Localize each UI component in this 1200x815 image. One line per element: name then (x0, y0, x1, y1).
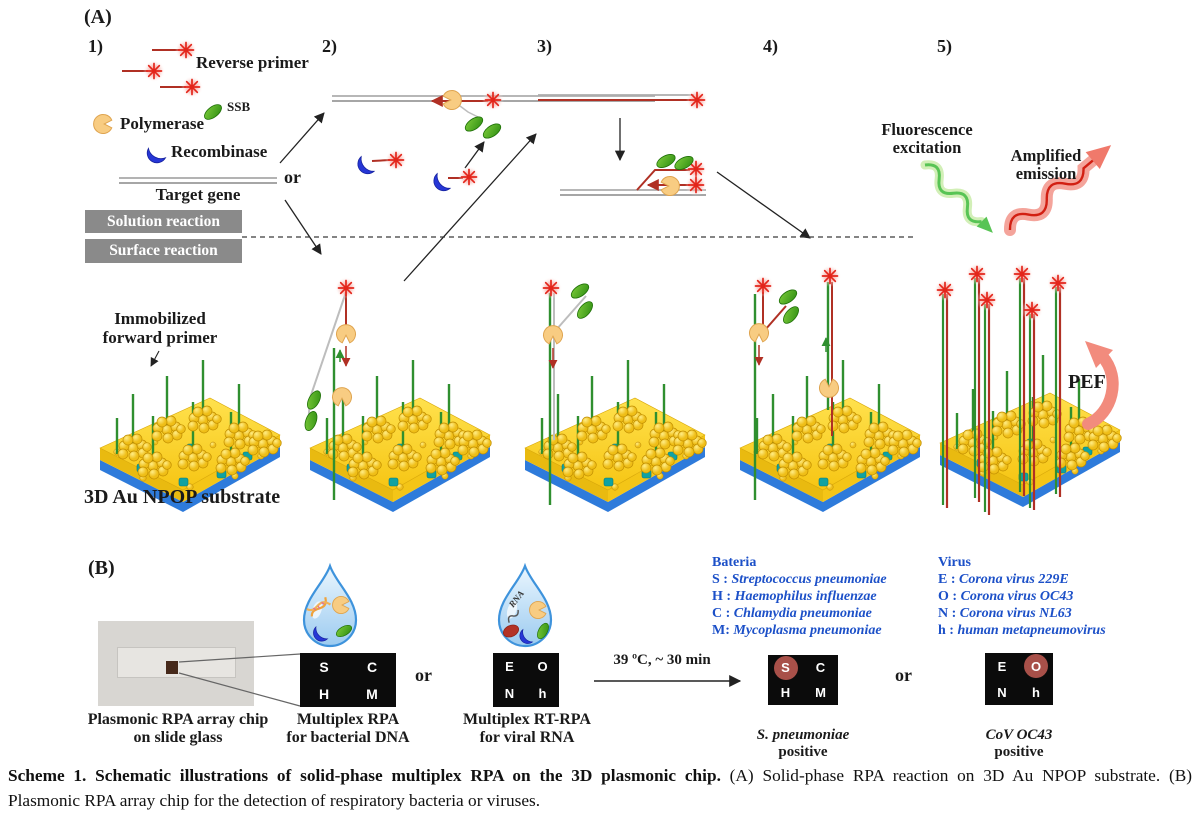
panel-b-label: (B) (88, 557, 115, 579)
list-item: C : Chlamydia pneumoniae (712, 606, 872, 621)
spot-letter: S (319, 658, 329, 675)
target-gene-label: Target gene (155, 185, 241, 204)
step-1-label: 1) (88, 36, 103, 56)
reverse-primer-label: Reverse primer (196, 53, 309, 72)
virus-title: Virus (938, 555, 971, 570)
result-box-bacteria: S C H M (768, 655, 838, 705)
step-5-label: 5) (937, 36, 952, 56)
or-label-b2: or (895, 665, 912, 685)
plasmonic-chip (166, 661, 178, 674)
spot-letter: N (997, 684, 1007, 700)
pef-arrow-icon (1082, 341, 1119, 430)
panel-a-label: (A) (84, 6, 112, 28)
surface-reaction-box: Surface reaction (85, 239, 242, 263)
fluorescence-excitation-label: Fluorescence excitation (881, 120, 973, 158)
spot-letter: h (538, 686, 547, 701)
figure-caption: Scheme 1. Schematic illustrations of sol… (8, 763, 1192, 813)
immobilized-primer-label: Immobilized forward primer (102, 309, 218, 348)
surface-complex-5 (933, 262, 1070, 515)
spot-letter: C (366, 658, 378, 675)
dna-icon (306, 596, 332, 617)
spot-letter: N (504, 686, 515, 701)
polymerase-icon (93, 114, 113, 134)
figure-graphics: RNA (93, 38, 1200, 707)
spot-letter: M (366, 685, 378, 702)
condition-label: 39 ºC, ~ 30 min (613, 652, 711, 668)
surface-complex-3 (539, 276, 596, 505)
caption-line1: Scheme 1. Schematic illustrations of sol… (8, 766, 1192, 785)
amplified-emission-label: Amplified emission (1010, 146, 1082, 184)
bacteria-list: Bateria S : Streptococcus pneumoniae H :… (712, 554, 887, 639)
step-4-label: 4) (763, 36, 778, 56)
list-item: h : human metapneumovirus (938, 623, 1106, 638)
solution-reaction-box: Solution reaction (85, 210, 242, 233)
rpa-droplet-icon (302, 564, 358, 648)
rpa-caption: Multiplex RPA for bacterial DNA (286, 711, 410, 746)
spot-letter: M (815, 685, 826, 700)
surface-complex-4 (749, 264, 842, 500)
list-item: S : Streptococcus pneumoniae (712, 572, 887, 587)
recombinase-label: Recombinase (171, 142, 268, 161)
spot-letter: H (780, 685, 791, 700)
chip-caption: Plasmonic RPA array chip on slide glass (87, 711, 269, 746)
spot-letter: E (505, 659, 514, 674)
spot-letter: h (1032, 684, 1040, 700)
flow-arrows (150, 112, 811, 687)
spot-letter: H (318, 685, 330, 702)
rtrpa-droplet-icon: RNA (497, 564, 553, 648)
highlighted-spot: S (773, 655, 798, 680)
virus-list: Virus E : Corona virus 229E O : Corona v… (938, 554, 1106, 639)
pef-label: PEF (1068, 371, 1106, 393)
highlighted-spot: O (1024, 654, 1048, 678)
or-label-solution: or (284, 167, 301, 187)
list-item: H : Haemophilus influenzae (712, 589, 877, 604)
spot-letter: C (815, 660, 826, 675)
emission-arrow-icon (1004, 145, 1112, 236)
rna-strand-icon (507, 609, 519, 623)
rpa-spot-box: S C H M (300, 653, 396, 707)
rtrpa-spot-box: E O N h (493, 653, 559, 707)
substrate-label: 3D Au NPOP substrate (84, 486, 281, 508)
target-gene-icon (119, 177, 277, 184)
step3-solution (538, 88, 709, 197)
au-npop-substrate-3 (525, 360, 706, 512)
bacteria-title: Bateria (712, 555, 757, 570)
excitation-arrow-icon (920, 160, 993, 233)
chip-callout-lines (178, 653, 301, 707)
list-item: M: Mycoplasma pneumoniae (712, 623, 882, 638)
result-box-virus: E O N h (985, 653, 1053, 705)
ssb-label: SSB (227, 99, 251, 114)
rt-enzyme-icon (502, 624, 520, 638)
step-2-label: 2) (322, 36, 337, 56)
list-item: E : Corona virus 229E (938, 572, 1069, 587)
spot-letter: E (997, 658, 1007, 674)
au-npop-substrate-2 (310, 360, 491, 512)
polymerase-label: Polymerase (120, 114, 205, 133)
list-item: O : Corona virus OC43 (938, 589, 1074, 604)
or-label-b1: or (415, 665, 432, 685)
spot-letter: O (537, 659, 548, 674)
list-item: N : Corona virus NL63 (938, 606, 1072, 621)
step2-solution (332, 88, 655, 193)
recombinase-icon (145, 144, 167, 166)
surface-complex-2 (302, 276, 358, 500)
caption-line2: Plasmonic RPA array chip for the detecti… (8, 791, 541, 810)
ssb-icon (201, 101, 225, 123)
step-3-label: 3) (537, 36, 552, 56)
rtrpa-caption: Multiplex RT-RPA for viral RNA (463, 711, 591, 746)
reverse-primer-icon (122, 38, 204, 99)
